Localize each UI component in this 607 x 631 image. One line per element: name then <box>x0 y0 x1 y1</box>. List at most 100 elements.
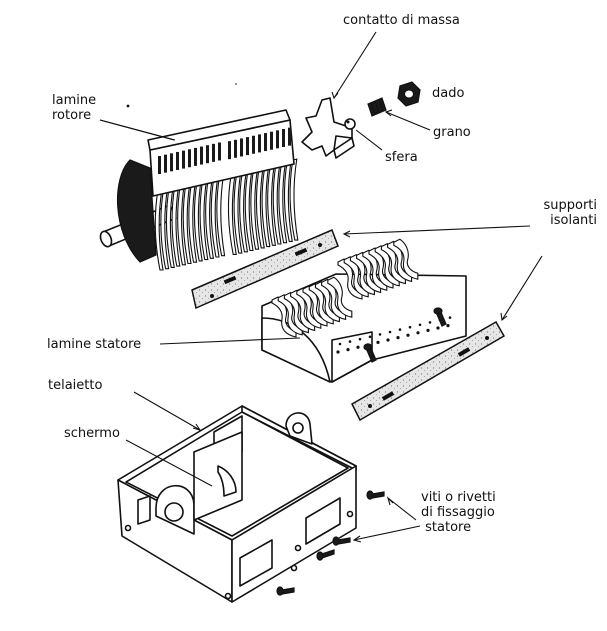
stator-screw-left <box>363 343 377 363</box>
stator-plate <box>296 287 322 329</box>
stator-plate <box>356 251 382 294</box>
speck <box>235 83 237 85</box>
rotor-comb-slot <box>240 138 243 157</box>
rotor-plate <box>233 171 243 254</box>
fixing-screw-3 <box>316 549 335 561</box>
rotor-plate <box>261 164 271 248</box>
stator-band-hole <box>346 348 350 352</box>
stator-band-hole <box>386 338 390 342</box>
stator-plate <box>368 247 394 289</box>
rotor-comb-slot <box>188 149 191 168</box>
rotor-assembly <box>99 109 299 271</box>
rotor-plate <box>199 177 209 261</box>
stator-band-hole <box>418 323 422 327</box>
rotor-plate <box>171 184 181 267</box>
rotor-comb-slot <box>212 143 215 162</box>
rotor-plate <box>182 181 192 265</box>
rotor-comb-slot <box>234 139 237 158</box>
stator-band-hole <box>448 316 452 319</box>
stator-plate <box>374 245 400 287</box>
stator-plate <box>393 238 419 280</box>
rotor-comb-slot <box>228 141 231 160</box>
stator-plate <box>343 256 369 298</box>
rotor-plate <box>283 159 293 242</box>
rotor-plate <box>193 179 203 262</box>
rotor-comb-slot <box>288 127 291 146</box>
label-stator-plates: lamine statore <box>47 337 142 352</box>
rotor-plates <box>154 158 299 271</box>
stator-plate <box>314 280 340 323</box>
stator-band-hole <box>388 330 392 334</box>
stator-band-hole <box>406 333 410 337</box>
stator-plate <box>380 242 406 285</box>
fixing-screw-4 <box>276 586 295 596</box>
stator-band-hole <box>356 345 360 349</box>
stator-plate <box>283 291 309 334</box>
rotor-comb-slot <box>164 154 167 173</box>
stator-band-hole <box>378 333 382 336</box>
stator-band-hole <box>428 321 432 324</box>
stator-band-hole <box>436 326 440 330</box>
label-ball: sfera <box>385 150 418 165</box>
rotor-plate <box>160 186 170 270</box>
stator-plate <box>321 278 347 321</box>
stator-band-hole <box>348 340 352 343</box>
label-insulating-supports: supporti isolanti <box>543 198 597 228</box>
stator-band-hole <box>376 340 380 344</box>
stator-plate <box>308 283 334 325</box>
rotor-comb-slot <box>276 130 279 149</box>
rotor-plate <box>227 172 237 255</box>
rotor-plate <box>205 176 215 259</box>
label-frame: telaietto <box>48 378 103 393</box>
stator-band-hole <box>446 324 450 328</box>
shield <box>193 431 243 521</box>
label-nut: dado <box>432 86 465 101</box>
stator-plates <box>271 238 419 338</box>
rotor-comb-slot <box>176 151 179 170</box>
nut <box>397 81 421 107</box>
rotor-comb-slot <box>246 137 249 156</box>
stator-band-hole <box>368 335 372 339</box>
set-screw <box>367 97 387 117</box>
speck <box>126 104 130 108</box>
ball <box>344 118 356 130</box>
rotor-comb-slot <box>258 134 261 153</box>
label-ground-contact: contatto di massa <box>343 13 460 28</box>
rotor-comb-slot <box>182 150 185 169</box>
rotor-plate <box>267 163 277 246</box>
fixing-screw-1 <box>366 490 385 500</box>
rotor-plate <box>255 166 265 249</box>
stator-band-hole <box>416 331 420 335</box>
fixing-screws <box>276 490 385 596</box>
stator-band-hole <box>338 342 342 346</box>
rotor-plate <box>210 175 220 258</box>
stator-plate <box>290 289 316 332</box>
rotor-plate <box>250 167 260 250</box>
stator-plate <box>302 285 328 327</box>
stator-band-hole <box>408 325 412 329</box>
stator-band-hole <box>426 328 430 332</box>
rotor-plate <box>177 183 187 266</box>
stator-plate <box>277 294 303 336</box>
rotor-plate <box>272 162 282 245</box>
rotor-plate <box>239 170 249 253</box>
rotor-top-comb <box>147 109 295 197</box>
rotor-comb-slot <box>270 131 273 150</box>
stator-plate <box>271 296 297 338</box>
rotor-comb-slot <box>194 147 197 166</box>
stator-assembly <box>261 238 467 383</box>
rotor-plate <box>188 180 198 263</box>
label-fixing-screws: viti o rivetti di fissaggio statore <box>421 490 496 535</box>
stator-plate <box>387 240 413 283</box>
rotor-comb-slot <box>200 146 203 165</box>
rotor-plate <box>278 160 288 244</box>
leader-lines <box>99 31 543 543</box>
stator-plate <box>362 249 388 291</box>
stator-band-hole <box>398 328 402 331</box>
fixing-screw-2 <box>332 536 351 546</box>
rotor-comb-slot <box>252 135 255 154</box>
rotor-plate <box>165 185 175 268</box>
insulating-strip-lower <box>351 320 506 422</box>
